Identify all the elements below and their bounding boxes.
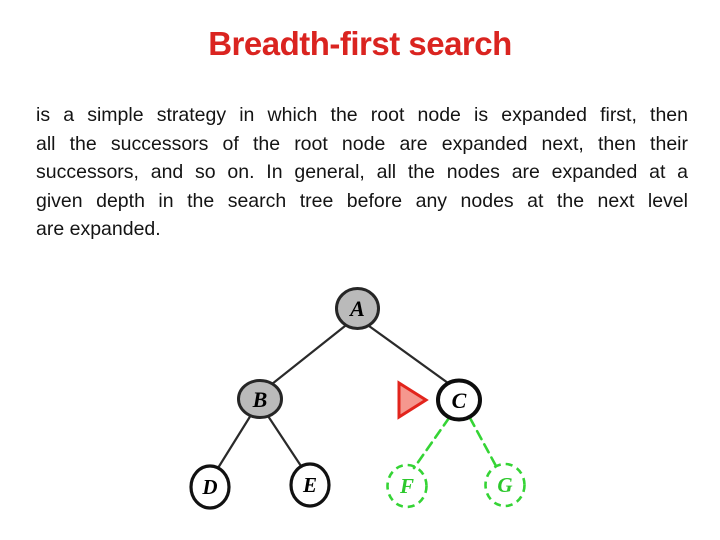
node-b-label: B	[252, 387, 268, 412]
slide-title: Breadth-first search	[208, 25, 512, 62]
tree-node-e: E	[289, 462, 331, 508]
tree-node-d: D	[189, 464, 231, 510]
pointer-triangle-icon	[397, 380, 429, 420]
node-g-circle	[484, 462, 526, 508]
body-paragraph: is a simple strategy in which the root n…	[36, 101, 688, 244]
body-line: is a simple strategy in which the root n…	[36, 104, 688, 126]
node-a-label: A	[348, 296, 365, 321]
node-a-circle	[335, 287, 380, 330]
edge-b-d	[216, 413, 253, 470]
tree-node-b: B	[237, 379, 283, 419]
edge-c-g	[468, 416, 498, 468]
body-line: successors, and so on. In general, all t…	[36, 161, 688, 183]
node-d-circle	[189, 464, 231, 510]
body-line: all the successors of the root node are …	[36, 132, 688, 155]
node-g-label: G	[497, 473, 512, 497]
body-line: given depth in the search tree before an…	[36, 189, 688, 212]
edge-a-c	[367, 324, 450, 385]
node-c-label: C	[452, 388, 467, 413]
node-f-circle	[386, 463, 428, 509]
edge-c-f	[412, 416, 451, 470]
tree-node-c: C	[436, 378, 482, 422]
node-d-label: D	[201, 475, 217, 499]
tree-edges-dashed	[412, 416, 498, 470]
edge-b-e	[266, 414, 303, 468]
tree-node-f: F	[386, 463, 428, 509]
node-c-circle	[436, 378, 482, 422]
body-line: are expanded.	[36, 218, 161, 240]
node-b-circle	[237, 379, 283, 419]
tree-node-g: G	[484, 462, 526, 508]
tree-node-a: A	[335, 287, 380, 330]
edge-a-b	[270, 324, 347, 386]
node-e-label: E	[302, 473, 317, 497]
tree-edges-solid	[216, 324, 450, 470]
node-e-circle	[289, 462, 331, 508]
node-f-label: F	[399, 474, 414, 498]
